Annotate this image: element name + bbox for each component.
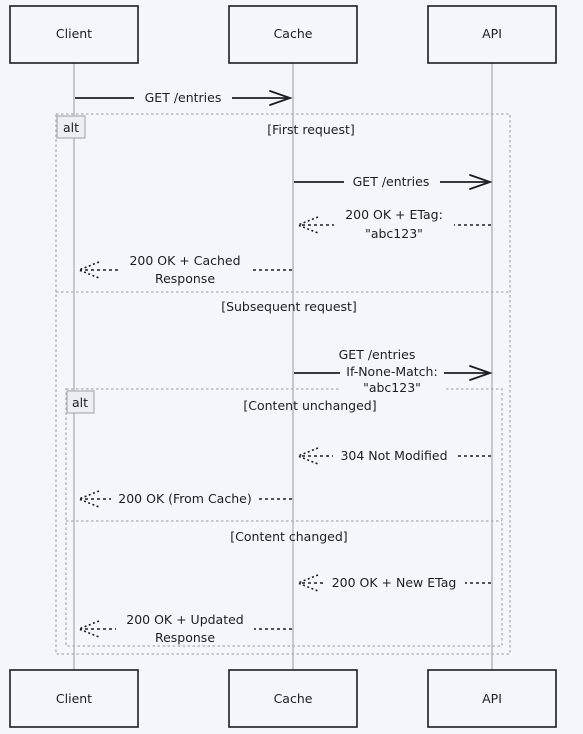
participant-label: Client xyxy=(56,691,92,706)
outer-alt-tag xyxy=(56,115,86,139)
message-label: 304 Not Modified xyxy=(340,448,447,463)
message-label: GET /entries xyxy=(353,174,430,189)
participant-cache-bottom: Cache xyxy=(228,669,358,728)
participant-api-bottom: API xyxy=(427,669,557,728)
participant-client-top: Client xyxy=(9,5,139,64)
message-label-line-3: "abc123" xyxy=(363,380,421,395)
participant-api-top: API xyxy=(427,5,557,64)
message-get-entries-client-to-cache: GET /entries xyxy=(75,89,293,107)
participant-label: API xyxy=(482,26,502,41)
message-label-line-2: Response xyxy=(155,630,215,645)
message-label-line-1: 200 OK + ETag: xyxy=(345,207,443,222)
message-304-not-modified-api-to-cache: 304 Not Modified xyxy=(295,447,491,465)
message-label: 200 OK + New ETag xyxy=(332,575,457,590)
message-label-line-1: 200 OK + Updated xyxy=(126,612,244,627)
message-200-ok-from-cache-cache-to-client: 200 OK (From Cache) xyxy=(76,490,292,508)
message-label-line-2: "abc123" xyxy=(365,226,423,241)
message-get-entries-if-none-match-cache-to-api: GET /entries If-None-Match: "abc123" xyxy=(294,345,493,395)
message-200-ok-updated-response-cache-to-client: 200 OK + Updated Response xyxy=(76,611,292,645)
message-get-entries-cache-to-api: GET /entries xyxy=(294,173,493,191)
message-200-ok-cached-response-cache-to-client: 200 OK + Cached Response xyxy=(76,252,292,286)
participant-label: Cache xyxy=(274,26,313,41)
inner-alt-tag xyxy=(66,390,95,414)
message-label: 200 OK (From Cache) xyxy=(118,491,251,506)
message-200-ok-new-etag-api-to-cache: 200 OK + New ETag xyxy=(295,574,491,592)
message-label-line-2: If-None-Match: xyxy=(346,364,437,379)
participant-client-bottom: Client xyxy=(9,669,139,728)
message-label-line-1: GET /entries xyxy=(339,347,416,362)
outer-alt-operator: alt xyxy=(63,120,79,135)
inner-guard-changed: [Content changed] xyxy=(230,529,347,544)
message-label-line-1: 200 OK + Cached xyxy=(129,253,240,268)
message-200-ok-etag-api-to-cache: 200 OK + ETag: "abc123" xyxy=(295,207,491,241)
inner-guard-unchanged: [Content unchanged] xyxy=(243,398,376,413)
outer-alt-fragment: alt [First request] [Subsequent request] xyxy=(55,113,511,655)
inner-alt-fragment: alt [Content unchanged] [Content changed… xyxy=(65,388,503,647)
message-label: GET /entries xyxy=(145,90,222,105)
participant-cache-top: Cache xyxy=(228,5,358,64)
participant-label: Cache xyxy=(274,691,313,706)
message-label-line-2: Response xyxy=(155,271,215,286)
participant-label: API xyxy=(482,691,502,706)
participant-label: Client xyxy=(56,26,92,41)
outer-guard-first: [First request] xyxy=(267,122,355,137)
outer-guard-subsequent: [Subsequent request] xyxy=(221,299,357,314)
inner-alt-operator: alt xyxy=(72,395,88,410)
